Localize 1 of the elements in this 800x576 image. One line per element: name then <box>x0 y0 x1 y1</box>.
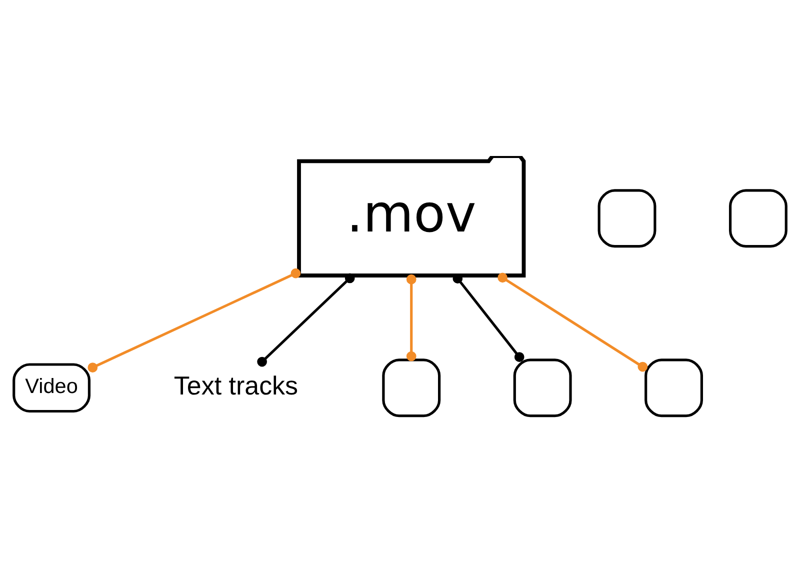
node-text: Text tracks <box>174 370 298 400</box>
